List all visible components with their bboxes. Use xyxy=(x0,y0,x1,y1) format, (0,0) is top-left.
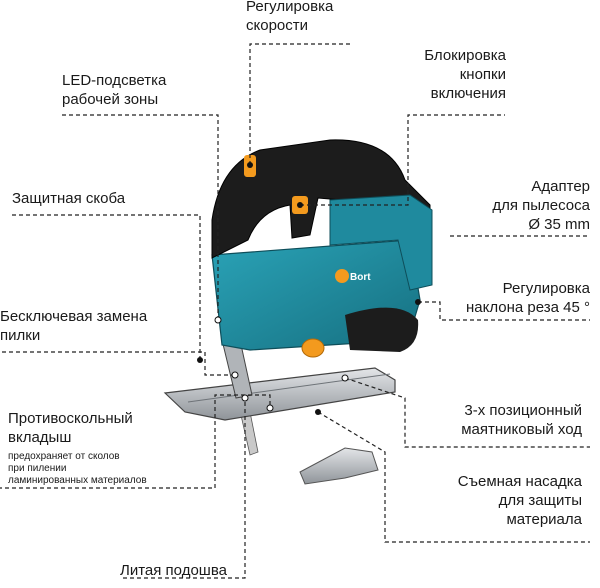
motor-housing xyxy=(345,307,419,352)
brand-logo: Bort xyxy=(350,272,371,283)
label-cast-base: Литая подошва xyxy=(120,562,227,579)
jigsaw-illustration: Bort xyxy=(163,139,433,485)
leader-lines xyxy=(0,43,590,579)
label-guard: Защитная скоба xyxy=(12,190,126,207)
base-plate xyxy=(163,367,396,421)
pendulum-lever xyxy=(301,338,325,358)
protective-shoe xyxy=(299,447,379,485)
battery-section xyxy=(329,194,433,291)
